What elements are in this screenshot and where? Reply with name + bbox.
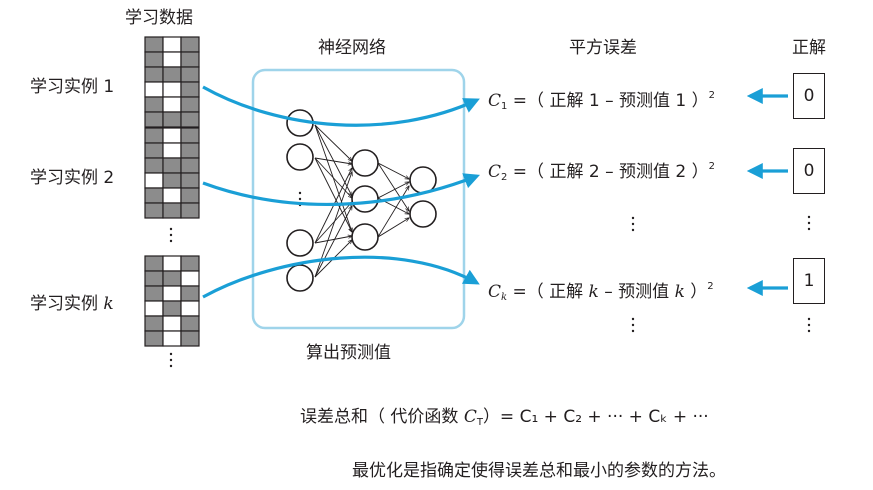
grid-cell: [180, 142, 200, 159]
grid-cell: [144, 300, 164, 317]
flow-arrows: [202, 85, 480, 299]
grid-cell: [180, 315, 200, 332]
grid-cell: [180, 127, 200, 144]
answer-box-2: 0: [793, 148, 825, 194]
grid-cell: [144, 330, 164, 347]
example-label-1: 学习实例 1: [30, 77, 115, 97]
grid-cell: [180, 36, 200, 53]
grid-cell: [144, 142, 164, 159]
grid-cell: [144, 157, 164, 174]
grid-cell: [180, 111, 200, 128]
formula-c2: C2 =（ 正解 2 – 预测值 2 ）2: [488, 161, 715, 183]
grid-cell: [162, 300, 182, 317]
grid-cell: [180, 157, 200, 174]
total-error-formula: 误差总和（ 代价函数 CT）= C₁ + C₂ + ··· + Cₖ + ···: [300, 407, 709, 428]
answer-box-1: 0: [793, 73, 825, 119]
grid-cell: [162, 142, 182, 159]
grid-cell: [144, 285, 164, 302]
grid-cell: [162, 111, 182, 128]
grid-cell: [180, 202, 200, 219]
example-label-k: 学习实例 k: [30, 294, 114, 314]
grid-cell: [162, 51, 182, 68]
header-neural-network: 神经网络: [318, 38, 386, 58]
grid-cell: [144, 270, 164, 287]
grid-cell: [180, 255, 200, 272]
grid-cell: [162, 285, 182, 302]
grid-cell: [162, 96, 182, 113]
grid-cell: [180, 330, 200, 347]
grid-cell: [180, 187, 200, 204]
answer-box-k: 1: [793, 258, 825, 304]
training-grid-1: [144, 36, 200, 128]
grid-cell: [180, 300, 200, 317]
grid-cell: [180, 66, 200, 83]
grid-cell: [144, 96, 164, 113]
grid-cell: [162, 315, 182, 332]
formula-c1: C1 =（ 正解 1 – 预测值 1 ）2: [488, 90, 715, 112]
training-grid-2: [144, 127, 200, 219]
grid-cell: [144, 187, 164, 204]
network-nodes: [286, 109, 437, 292]
grid-cell: [144, 172, 164, 189]
formula-ck: Ck =（ 正解 k – 预测值 k ）2: [488, 281, 714, 303]
grid-cell: [144, 255, 164, 272]
grid-cell: [180, 270, 200, 287]
predict-label: 算出预测值: [306, 343, 391, 363]
grid-cell: [180, 285, 200, 302]
grid-cell: [144, 315, 164, 332]
grid-cell: [180, 51, 200, 68]
grid-cell: [144, 202, 164, 219]
neural-network-box: [251, 68, 466, 330]
grid-cell: [162, 157, 182, 174]
answer-arrows: [746, 88, 788, 296]
grid-cell: [144, 66, 164, 83]
grid-cell: [162, 202, 182, 219]
grid-cell: [162, 255, 182, 272]
header-training-data: 学习数据: [125, 8, 193, 28]
grid-cell: [162, 270, 182, 287]
conclusion-text: 最优化是指确定使得误差总和最小的参数的方法。: [352, 461, 726, 481]
training-grid-k: [144, 255, 200, 347]
grid-cell: [144, 111, 164, 128]
header-correct-answer: 正解: [792, 38, 826, 58]
grid-cell: [162, 330, 182, 347]
grid-cell: [144, 36, 164, 53]
example-label-2: 学习实例 2: [30, 168, 115, 188]
grid-cell: [162, 127, 182, 144]
grid-cell: [162, 66, 182, 83]
grid-cell: [162, 81, 182, 98]
grid-cell: [180, 172, 200, 189]
grid-cell: [144, 81, 164, 98]
grid-cell: [144, 51, 164, 68]
grid-cell: [144, 127, 164, 144]
grid-cell: [162, 187, 182, 204]
grid-cell: [162, 172, 182, 189]
grid-cell: [180, 81, 200, 98]
grid-cell: [162, 36, 182, 53]
ellipsis-dots: [169, 191, 811, 368]
grid-cell: [180, 96, 200, 113]
header-squared-error: 平方误差: [569, 38, 637, 58]
